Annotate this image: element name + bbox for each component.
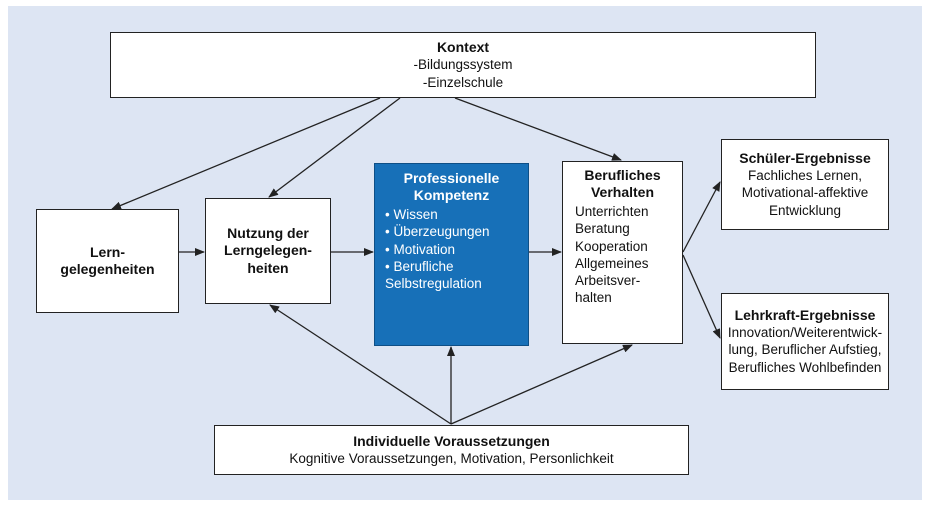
verhalten-items: Unterrichten Beratung Kooperation Allgem… xyxy=(563,203,649,307)
arrow-kontext-to-lerngelegenheiten xyxy=(111,97,381,210)
lehrkraft-ergebnisse-box: Lehrkraft-Ergebnisse Innovation/Weiteren… xyxy=(721,293,889,390)
nutzung-title-1: Nutzung der xyxy=(227,225,309,242)
lehrkraft-line-1: Innovation/Weiterentwick- xyxy=(727,325,883,341)
arrow-verhalten-to-schueler xyxy=(682,181,721,253)
arrow-kontext-to-nutzung xyxy=(268,97,401,198)
schueler-title: Schüler-Ergebnisse xyxy=(739,150,871,167)
arrow-verhalten-to-lehrkraft xyxy=(682,254,721,339)
kompetenz-items: • Wissen • Überzeugungen • Motivation • … xyxy=(375,206,490,292)
kompetenz-item-ueberzeugungen: • Überzeugungen xyxy=(385,224,490,240)
nutzung-title-2: Lerngelegen- xyxy=(224,242,312,259)
verhalten-box: Berufliches Verhalten Unterrichten Berat… xyxy=(562,161,683,344)
lehrkraft-title: Lehrkraft-Ergebnisse xyxy=(734,307,876,324)
individuell-title: Individuelle Voraussetzungen xyxy=(353,432,550,449)
kompetenz-item-berufliche: • Berufliche xyxy=(385,258,454,274)
verhalten-item-arbeitsver: Arbeitsver- xyxy=(575,273,641,289)
verhalten-item-allgemeines: Allgemeines xyxy=(575,255,649,271)
lerngelegenheiten-title-2: gelegenheiten xyxy=(60,261,155,277)
schueler-line-3: Entwicklung xyxy=(768,202,842,218)
kontext-box: Kontext -Bildungssystem -Einzelschule xyxy=(110,32,816,98)
kontext-line-1: -Bildungssystem xyxy=(413,57,513,73)
verhalten-item-halten: halten xyxy=(575,290,612,306)
kompetenz-title-2: Kompetenz xyxy=(413,187,490,204)
verhalten-item-unterrichten: Unterrichten xyxy=(575,204,649,220)
verhalten-item-beratung: Beratung xyxy=(575,221,630,237)
schueler-ergebnisse-box: Schüler-Ergebnisse Fachliches Lernen, Mo… xyxy=(721,139,889,230)
individuelle-voraussetzungen-box: Individuelle Voraussetzungen Kognitive V… xyxy=(214,425,689,475)
arrow-individuell-to-verhalten xyxy=(450,344,633,425)
nutzung-box: Nutzung der Lerngelegen- heiten xyxy=(205,198,331,304)
schueler-line-1: Fachliches Lernen, xyxy=(747,168,863,184)
lehrkraft-line-2: lung, Beruflicher Aufstieg, xyxy=(728,342,882,358)
kompetenz-item-motivation: • Motivation xyxy=(385,241,456,257)
verhalten-title-2: Verhalten xyxy=(590,184,655,201)
kompetenz-item-wissen: • Wissen xyxy=(385,207,438,223)
lehrkraft-line-3: Berufliches Wohlbefinden xyxy=(728,359,882,375)
schueler-line-2: Motivational-affektive xyxy=(741,185,869,201)
kontext-line-2: -Einzelschule xyxy=(422,74,504,90)
kompetenz-item-selbstregulation: Selbstregulation xyxy=(385,276,482,292)
verhalten-title-1: Berufliches xyxy=(584,167,661,183)
lerngelegenheiten-box: Lern- gelegenheiten xyxy=(36,209,179,313)
nutzung-title-3: heiten xyxy=(247,259,289,276)
kontext-title: Kontext xyxy=(436,39,490,56)
individuell-line: Kognitive Voraussetzungen, Motivation, P… xyxy=(289,450,614,466)
verhalten-item-kooperation: Kooperation xyxy=(575,238,648,254)
kompetenz-title-1: Professionelle xyxy=(403,170,500,186)
arrow-kontext-to-verhalten xyxy=(454,97,622,161)
kompetenz-box: Professionelle Kompetenz • Wissen • Über… xyxy=(374,163,529,346)
lerngelegenheiten-title-1: Lern- xyxy=(90,243,125,260)
arrow-individuell-to-nutzung xyxy=(269,304,452,425)
